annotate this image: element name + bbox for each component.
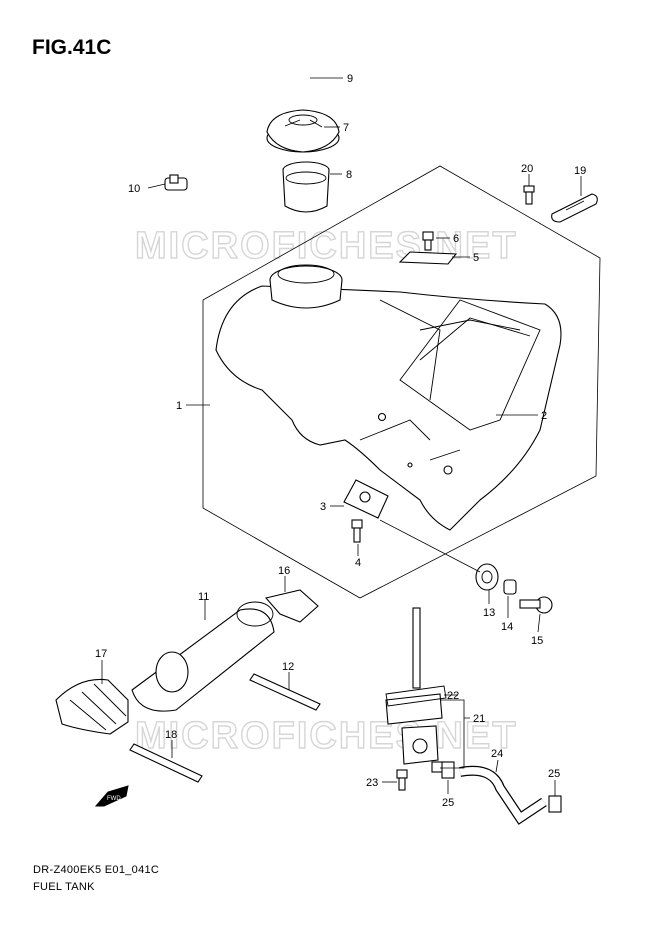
callout-1: 1: [176, 400, 182, 412]
cap-gasket-ring[interactable]: [282, 161, 330, 213]
mount-plate[interactable]: [398, 251, 458, 265]
hose-clamp[interactable]: [164, 174, 188, 191]
callout-20: 20: [521, 163, 533, 175]
callout-11: 11: [198, 591, 209, 603]
callout-23: 23: [366, 777, 378, 789]
callout-4: 4: [355, 557, 361, 569]
fuel-tank-body[interactable]: [215, 264, 562, 531]
callout-3: 3: [320, 501, 326, 513]
callout-15: 15: [531, 635, 543, 647]
callout-8: 8: [346, 169, 352, 181]
callout-25-left: 25: [442, 797, 454, 809]
fuel-cap[interactable]: [266, 109, 340, 153]
fuel-valve-assembly[interactable]: [385, 607, 445, 773]
callout-12: 12: [282, 661, 294, 673]
callout-22: 22: [447, 690, 459, 702]
collar-spacer[interactable]: [503, 579, 517, 595]
callout-18: 18: [165, 729, 177, 741]
model-code: DR-Z400EK5 E01_041C: [33, 864, 160, 876]
section-name: FUEL TANK: [33, 881, 95, 893]
front-label: FWD: [107, 796, 121, 802]
callout-17: 17: [95, 648, 107, 660]
front-direction-arrow: FWD: [94, 785, 129, 807]
callout-7: 7: [343, 122, 349, 134]
hose-clamp-right[interactable]: [548, 795, 562, 813]
callout-9: 9: [347, 73, 353, 85]
heat-shield-pipe[interactable]: [131, 601, 275, 712]
bracket-bolt[interactable]: [351, 519, 363, 543]
hose-clamp-left[interactable]: [441, 761, 455, 779]
callout-19: 19: [574, 165, 586, 177]
callout-10: 10: [128, 183, 140, 195]
tank-side-trim[interactable]: [399, 299, 541, 431]
tank-assembly-outline: [202, 165, 601, 599]
rubber-strap[interactable]: [551, 193, 598, 223]
callout-25-right: 25: [548, 768, 560, 780]
figure-title: FIG.41C: [32, 36, 112, 59]
watermark-bottom: MICROFICHES.NET: [135, 715, 518, 757]
watermark-top: MICROFICHES.NET: [135, 225, 518, 267]
callout-14: 14: [501, 621, 513, 633]
fuel-hose[interactable]: [459, 765, 547, 825]
cable-tie-lower[interactable]: [129, 743, 203, 783]
plate-bolt[interactable]: [422, 231, 434, 251]
callout-13: 13: [483, 607, 495, 619]
rubber-protector[interactable]: [55, 678, 129, 735]
cable-tie-upper[interactable]: [249, 673, 321, 711]
leader-lines: [101, 77, 582, 796]
mount-bolt-washer[interactable]: [519, 596, 553, 614]
strap-screw[interactable]: [523, 185, 535, 205]
callout-6: 6: [453, 233, 459, 245]
tank-mount-bracket[interactable]: [343, 479, 389, 519]
callout-21: 21: [473, 713, 485, 725]
callout-5: 5: [473, 252, 479, 264]
mount-cushion[interactable]: [475, 563, 499, 591]
shield-clip[interactable]: [264, 589, 319, 623]
callout-24: 24: [491, 748, 503, 760]
valve-screw[interactable]: [396, 769, 408, 791]
callout-2: 2: [541, 410, 547, 422]
breather-hose[interactable]: [169, 55, 311, 169]
valve-gasket[interactable]: [385, 685, 447, 707]
callout-16: 16: [278, 565, 290, 577]
